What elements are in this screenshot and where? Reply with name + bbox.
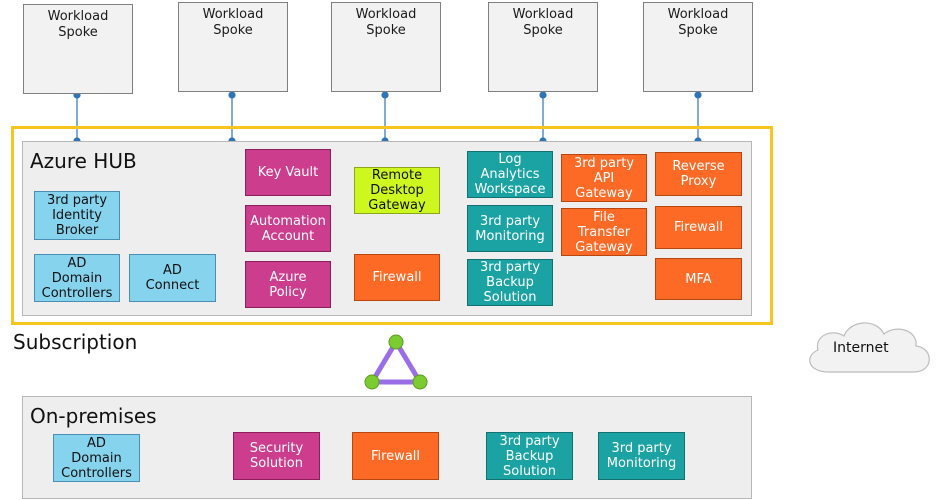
workload-spoke-4: Workload Spoke — [488, 2, 598, 92]
file-transfer-gateway-box: File Transfer Gateway — [561, 208, 647, 256]
backup-solution-hub-box: 3rd party Backup Solution — [467, 259, 553, 306]
monitoring-hub-box: 3rd party Monitoring — [467, 205, 553, 252]
firewall-onprem-box: Firewall — [352, 432, 439, 480]
workload-spoke-3: Workload Spoke — [331, 2, 441, 92]
key-vault-box: Key Vault — [245, 149, 331, 196]
identity-broker-box: 3rd party Identity Broker — [34, 191, 120, 240]
workload-spoke-2: Workload Spoke — [178, 2, 288, 92]
firewall-hub-mid-box: Firewall — [354, 254, 440, 301]
log-analytics-workspace-box: Log Analytics Workspace — [467, 151, 553, 198]
subscription-boundary — [11, 126, 773, 325]
azure-hub-title: Azure HUB — [30, 149, 137, 173]
reverse-proxy-box: Reverse Proxy — [655, 152, 742, 196]
workload-spoke-5: Workload Spoke — [643, 2, 753, 92]
backup-solution-onprem-box: 3rd party Backup Solution — [486, 432, 573, 480]
azure-policy-box: Azure Policy — [245, 261, 331, 308]
ad-connect-box: AD Connect — [129, 254, 216, 302]
automation-account-box: Automation Account — [245, 205, 331, 252]
firewall-hub-right-box: Firewall — [655, 206, 742, 249]
workload-spoke-1: Workload Spoke — [23, 4, 133, 94]
internet-label: Internet — [833, 340, 889, 356]
api-gateway-box: 3rd party API Gateway — [561, 154, 647, 202]
ad-domain-controllers-box: AD Domain Controllers — [34, 254, 120, 302]
connectivity-icon — [364, 334, 428, 390]
subscription-label: Subscription — [13, 330, 138, 354]
remote-desktop-gateway-box: Remote Desktop Gateway — [354, 167, 440, 214]
on-premises-title: On-premises — [30, 404, 157, 428]
monitoring-onprem-box: 3rd party Monitoring — [598, 432, 685, 480]
security-solution-box: Security Solution — [233, 432, 320, 480]
internet-cloud-icon — [809, 322, 930, 373]
onprem-ad-domain-controllers-box: AD Domain Controllers — [53, 434, 140, 482]
mfa-box: MFA — [655, 258, 742, 300]
